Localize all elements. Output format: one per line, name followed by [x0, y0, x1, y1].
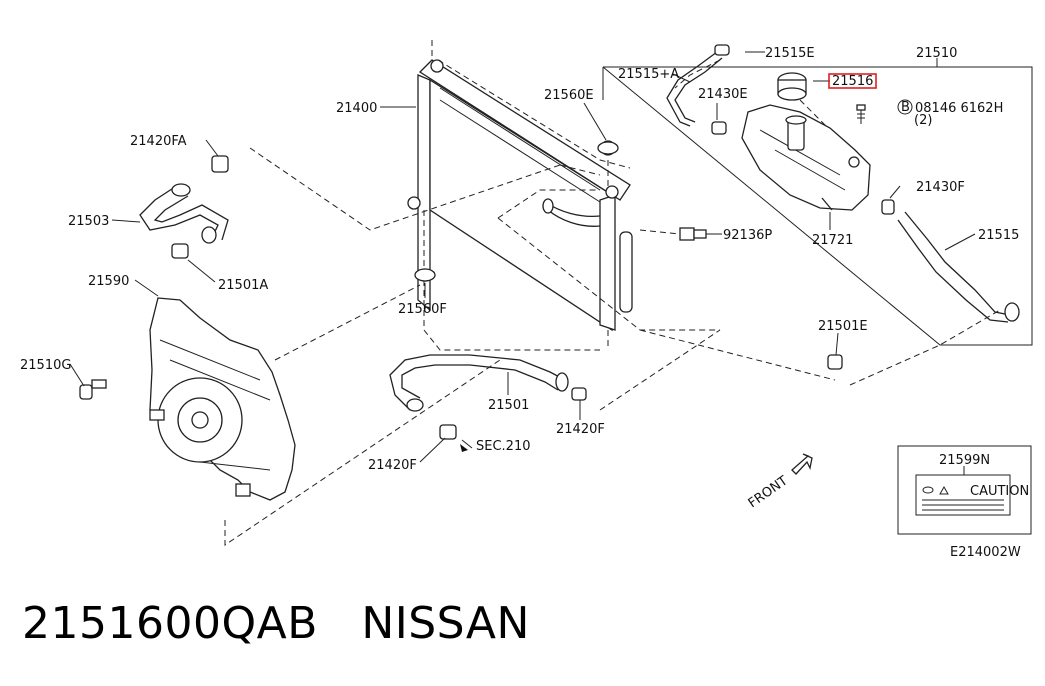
label-21501E: 21501E	[818, 319, 868, 334]
reservoir-group-frame	[602, 58, 1033, 346]
label-21510: 21510	[916, 46, 957, 61]
label-21510G: 21510G	[20, 358, 71, 373]
bolt-part	[856, 99, 913, 124]
caption-part-number: 2151600QAB	[22, 598, 318, 649]
caution-label-box	[897, 445, 1032, 535]
label-21430E: 21430E	[698, 87, 748, 102]
radiator-assembly	[407, 59, 633, 332]
reservoir-tank	[741, 104, 871, 211]
highlight-box	[828, 73, 877, 89]
label-21721: 21721	[812, 233, 853, 248]
bolt-marker-circle	[897, 99, 913, 115]
label-21503: 21503	[68, 214, 109, 229]
reservoir-cap	[777, 72, 807, 101]
label-21516: 21516	[832, 74, 873, 89]
bolt-marker-letter: B	[901, 100, 910, 115]
label-21515: 21515	[978, 228, 1019, 243]
label-21420FA: 21420FA	[130, 134, 187, 149]
label-front: FRONT	[746, 473, 791, 511]
shroud-bolt	[79, 379, 107, 400]
label-bolt-number: 08146 6162H	[915, 101, 1003, 116]
label-21400: 21400	[336, 101, 377, 116]
reservoir-hoses	[666, 44, 1020, 370]
label-21420F-right: 21420F	[556, 422, 605, 437]
leader-lines	[69, 51, 976, 475]
front-arrow	[791, 453, 813, 475]
label-21430F: 21430F	[916, 180, 965, 195]
label-21560F: 21560F	[398, 302, 447, 317]
fan-shroud	[149, 297, 296, 501]
label-21599N: 21599N	[939, 453, 990, 468]
label-21501A: 21501A	[218, 278, 268, 293]
label-21420F-bottom: 21420F	[368, 458, 417, 473]
label-bolt-qty: (2)	[914, 113, 932, 128]
label-diagram-ref: E214002W	[950, 545, 1021, 560]
upper-hose	[139, 155, 229, 259]
label-92136P: 92136P	[723, 228, 772, 243]
label-21515E: 21515E	[765, 46, 815, 61]
lower-hose	[389, 354, 587, 452]
label-21560E: 21560E	[544, 88, 594, 103]
label-21515-A: 21515+A	[618, 67, 679, 82]
label-21501: 21501	[488, 398, 529, 413]
label-sec-210: SEC.210	[476, 439, 531, 454]
temperature-sensor	[639, 227, 707, 241]
label-caution: CAUTION	[970, 484, 1029, 499]
part-caption: 2151600QAB NISSAN	[22, 598, 530, 649]
label-21590: 21590	[88, 274, 129, 289]
caption-brand: NISSAN	[361, 598, 530, 649]
grommets	[414, 141, 619, 282]
